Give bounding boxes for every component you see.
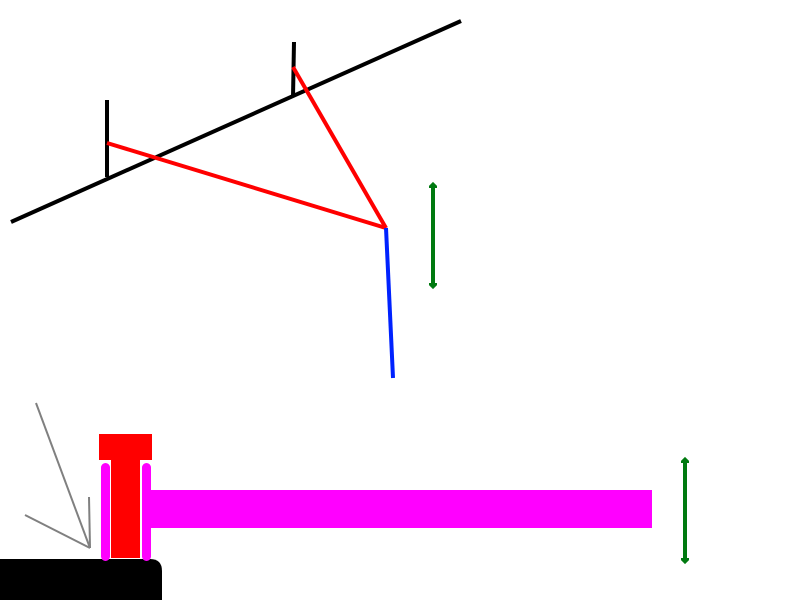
sloped-rail — [10, 19, 462, 224]
guide-rail-right — [142, 463, 151, 561]
piston-stem[interactable] — [111, 460, 140, 558]
guide-rail-left — [101, 463, 110, 561]
lever-beam[interactable] — [150, 490, 652, 528]
ground-block — [0, 559, 162, 600]
force-arrow-icon — [24, 402, 91, 549]
hanging-rope[interactable] — [384, 227, 395, 379]
piston-cap[interactable] — [99, 434, 152, 460]
linkage-arm-right[interactable] — [291, 65, 388, 230]
linkage-arm-left[interactable] — [106, 141, 387, 230]
